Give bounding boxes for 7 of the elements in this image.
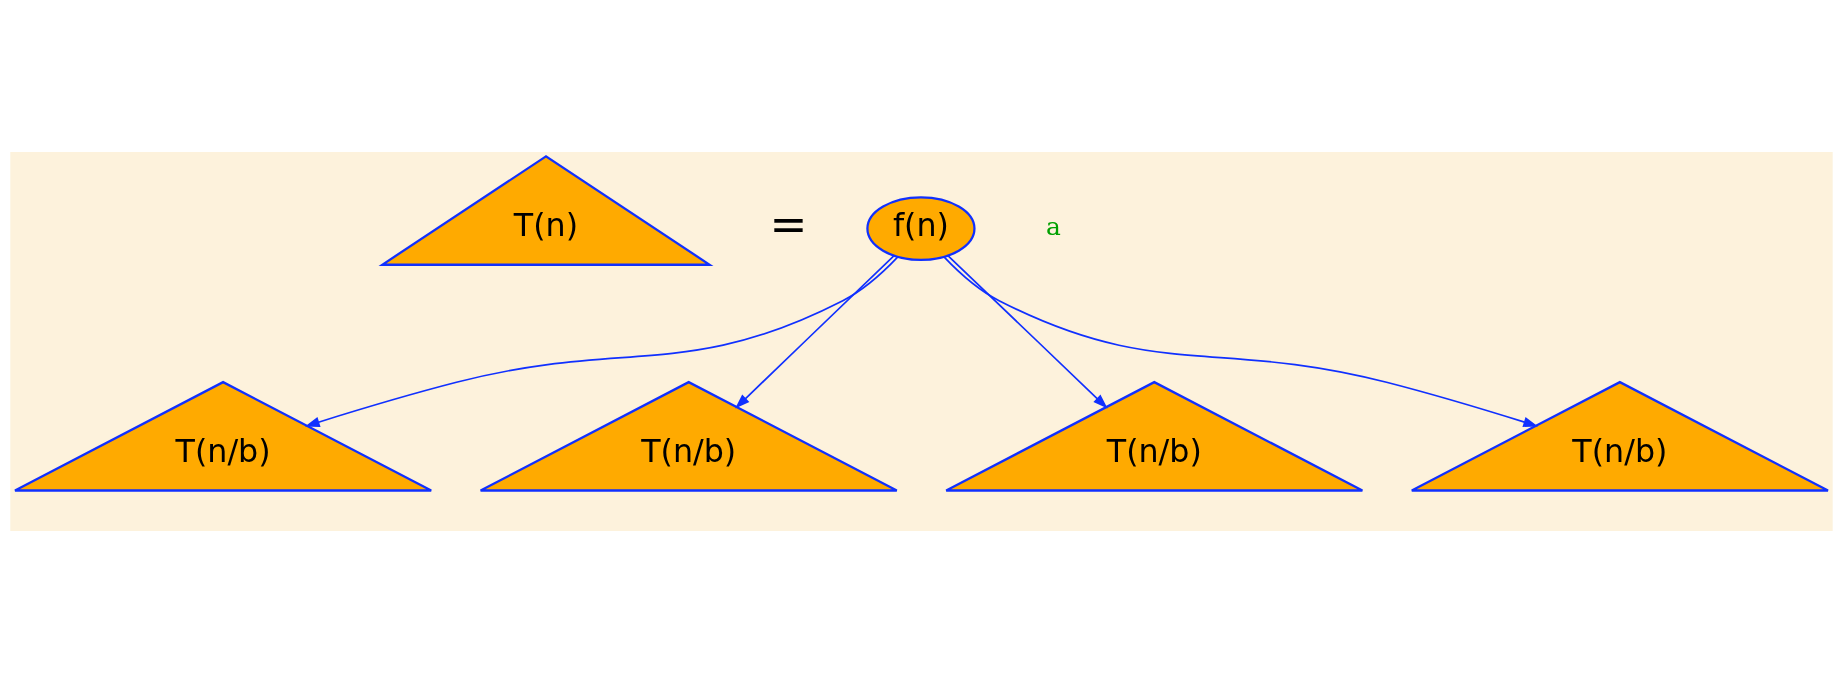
arrow xyxy=(947,255,1108,409)
arrow xyxy=(735,255,895,409)
arrow xyxy=(304,256,899,427)
node-ellipse: f(n) xyxy=(866,196,976,262)
label: = xyxy=(769,197,808,251)
label: a xyxy=(1046,211,1061,241)
arrow xyxy=(943,256,1539,427)
